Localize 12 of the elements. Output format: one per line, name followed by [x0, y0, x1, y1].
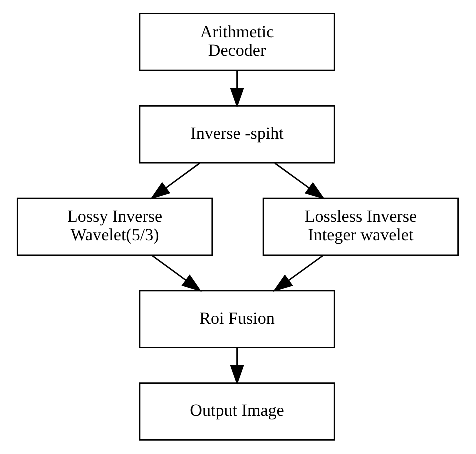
node-box: Roi Fusion: [139, 290, 336, 349]
node-box: Lossy Inverse Wavelet(5/3): [16, 198, 214, 256]
arrow: [274, 162, 326, 200]
node-box: Arithmetic Decoder: [139, 13, 336, 72]
node-box: Lossless Inverse Integer wavelet: [262, 198, 460, 256]
arrow: [273, 255, 324, 292]
node-box: Output Image: [139, 382, 336, 441]
arrow: [152, 255, 202, 292]
node-box: Inverse -spiht: [139, 105, 336, 164]
arrow: [150, 162, 200, 200]
arrow: [230, 71, 244, 108]
arrow: [230, 348, 244, 386]
